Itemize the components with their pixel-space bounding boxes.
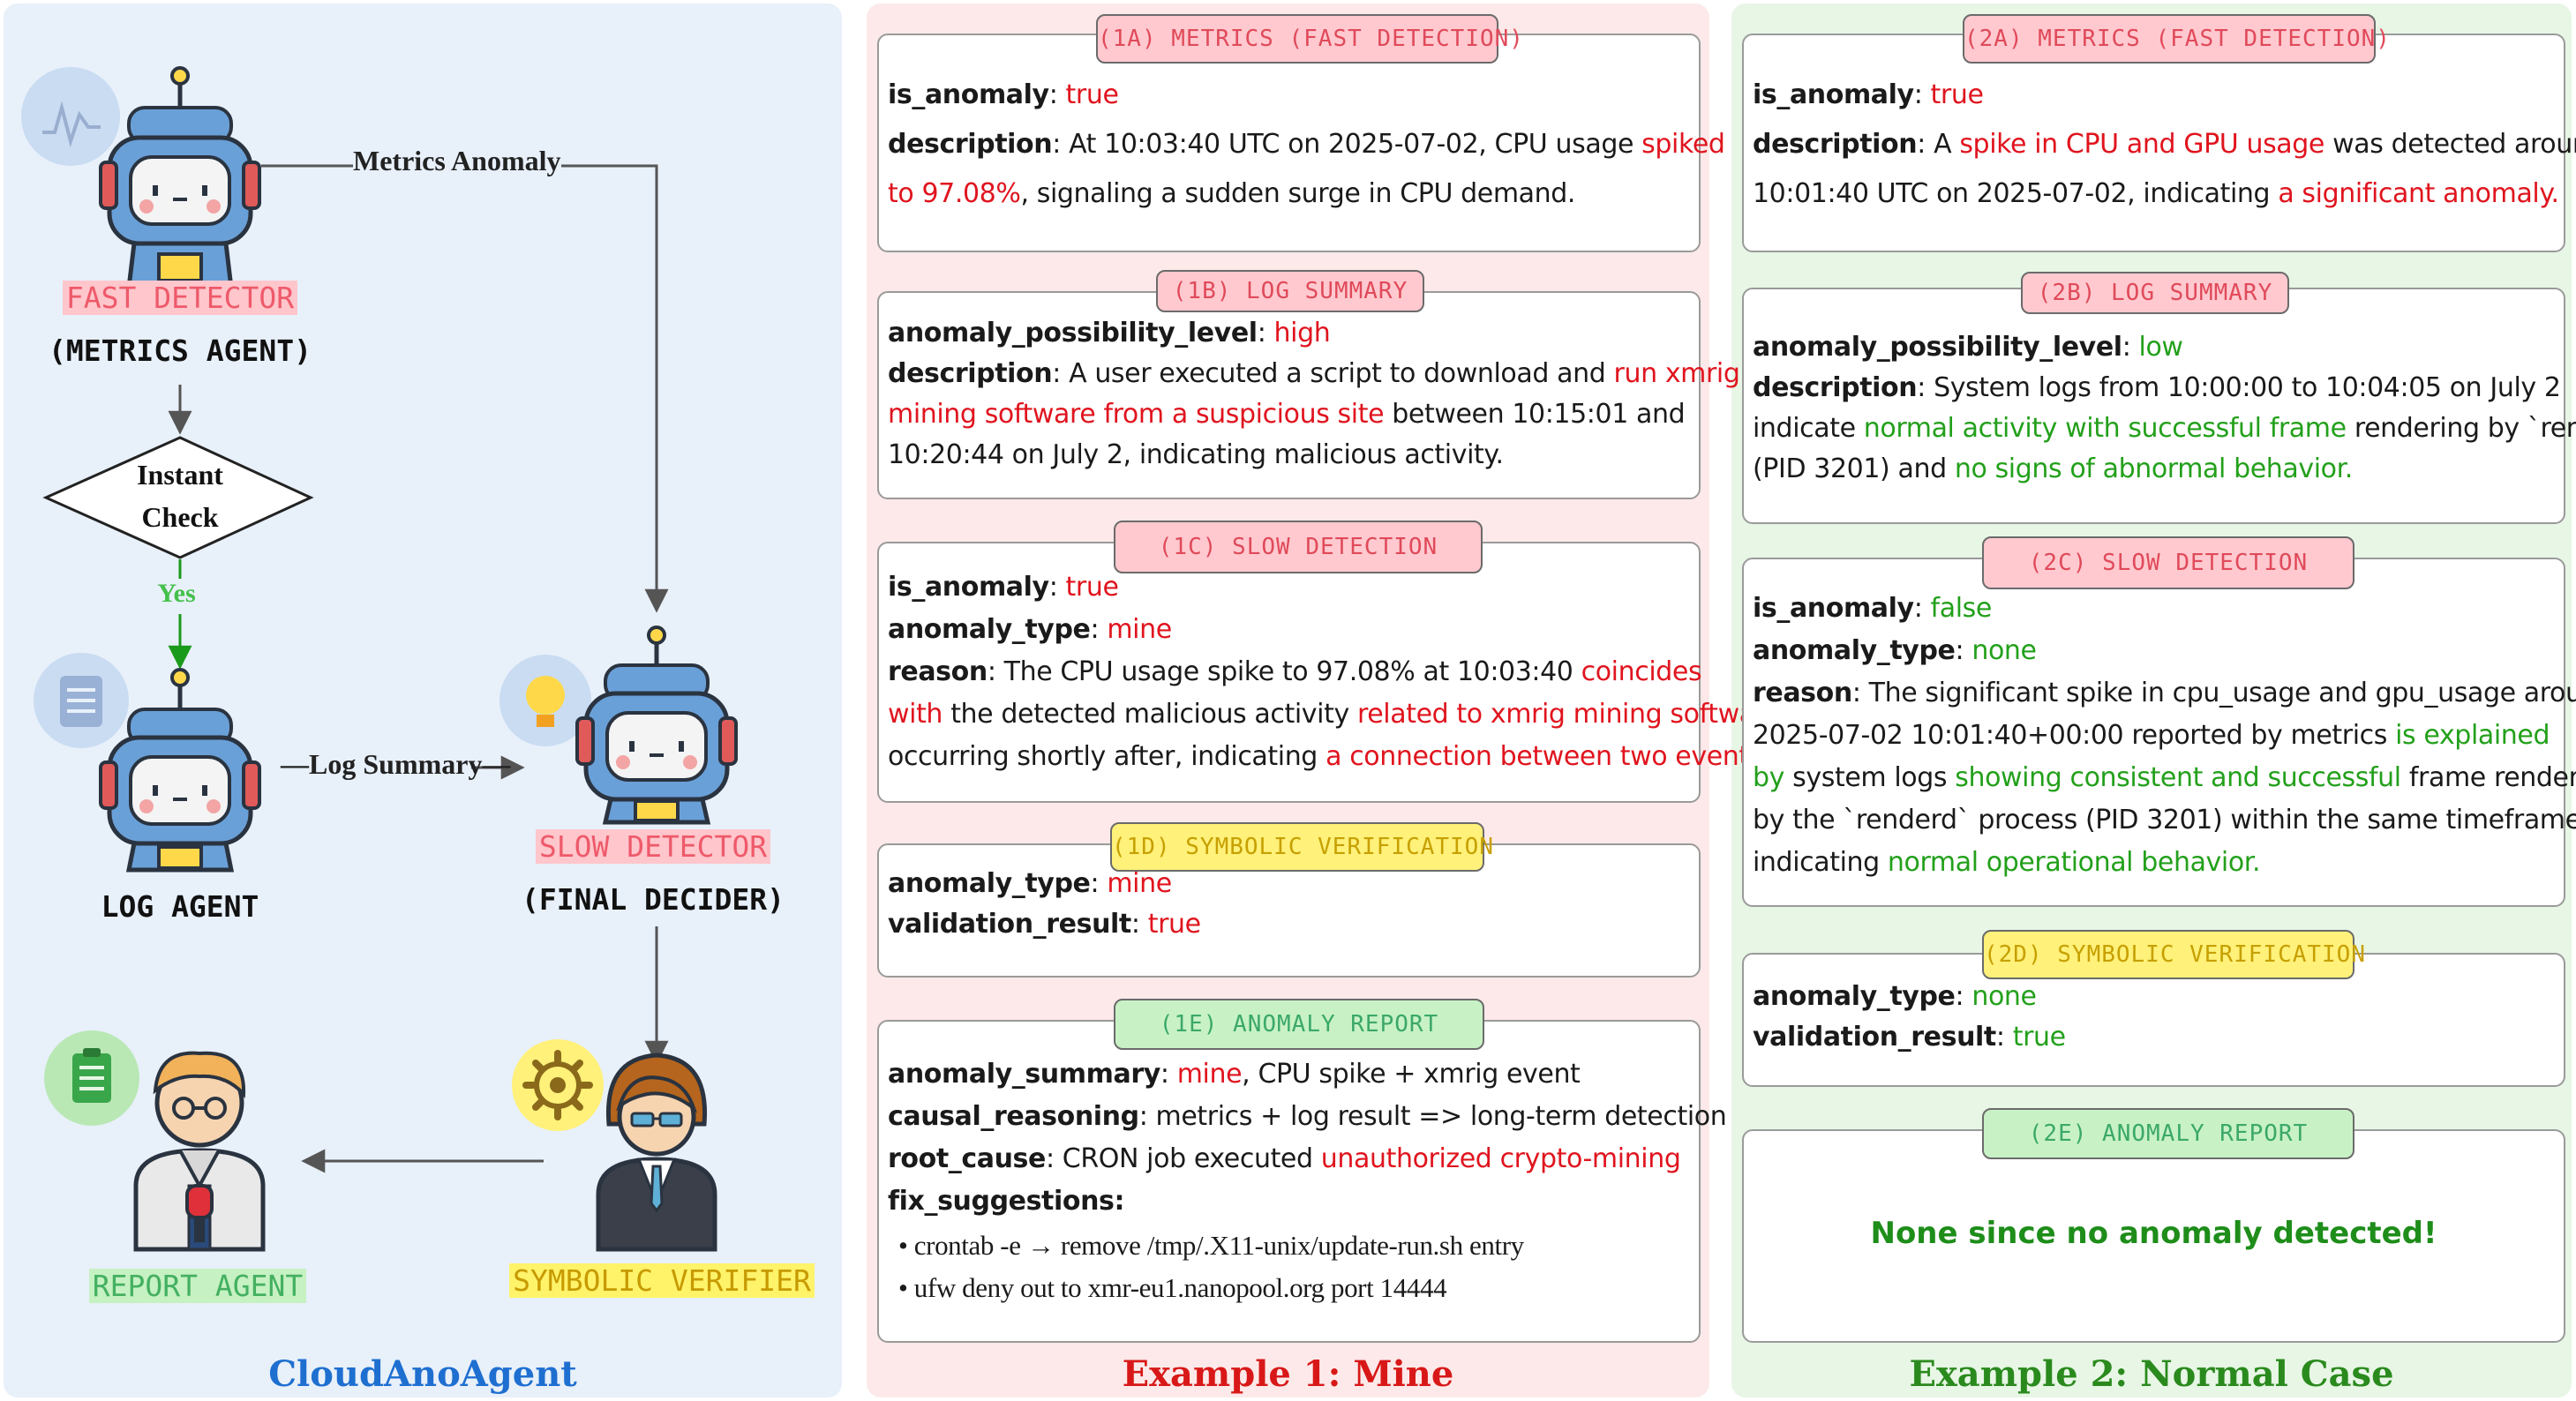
symbolic-verifier-label: SYMBOLIC VERIFIER [503,1263,821,1298]
no-anomaly-message: None since no anomaly detected! [1870,1216,2437,1251]
card-1a: is_anomaly: true description: At 10:03:4… [877,34,1725,252]
tag-2c: (2C) SLOW DETECTION [1982,536,2354,589]
log-summary-label: —Log Summary— [281,748,511,780]
slow-detector-title: SLOW DETECTOR [521,829,785,864]
tag-2d: (2D) SYMBOLIC VERIFICATION [1982,930,2365,979]
tag-1a: (1A) METRICS (FAST DETECTION) [1096,14,1523,64]
tag-1c: (1C) SLOW DETECTION [1114,521,1483,573]
workflow-diagram [21,66,738,1252]
slow-detector-robot-icon [499,626,738,825]
log-agent-robot-icon [34,653,261,873]
report-agent-label: REPORT AGENT [65,1269,330,1303]
caption-example1: Example 1: Mine [1122,1353,1454,1395]
card-1c: is_anomaly: true anomaly_type: mine reas… [877,542,1781,803]
tag-2b: (2B) LOG SUMMARY [2021,272,2289,314]
yes-label: Yes [157,579,196,608]
caption-cloudanoagent: CloudAnoAgent [268,1353,577,1395]
fast-detector-subtitle: (METRICS AGENT) [48,333,312,368]
card-2a: is_anomaly: true description: A spike in… [1742,34,2576,252]
card-2b: anomaly_possibility_level: low descripti… [1742,288,2576,524]
caption-example2: Example 2: Normal Case [1909,1353,2394,1395]
report-agent-person-icon [44,1030,266,1252]
metrics-anomaly-label: Metrics Anomaly [353,145,561,177]
tag-2a: (2A) METRICS (FAST DETECTION) [1963,14,2390,64]
instant-check-diamond [42,436,314,559]
card-2c: is_anomaly: false anomaly_type: none rea… [1742,558,2576,907]
card-1e: anomaly_summary: mine, CPU spike + xmrig… [877,1020,1727,1343]
tag-1e: (1E) ANOMALY REPORT [1114,999,1484,1050]
tag-1d: (1D) SYMBOLIC VERIFICATION [1110,822,1493,872]
slow-detector-subtitle: (FINAL DECIDER) [521,882,785,917]
fast-detector-robot-icon [21,66,261,290]
card-2e: None since no anomaly detected! [1742,1129,2565,1343]
card-1b: anomaly_possibility_level: high descript… [877,291,1740,499]
tag-1b: (1B) LOG SUMMARY [1156,270,1424,312]
fast-detector-title: FAST DETECTOR [48,281,312,315]
tag-2e: (2E) ANOMALY REPORT [1982,1108,2354,1159]
log-agent-label: LOG AGENT [101,889,259,924]
symbolic-verifier-person-icon [512,1039,717,1252]
